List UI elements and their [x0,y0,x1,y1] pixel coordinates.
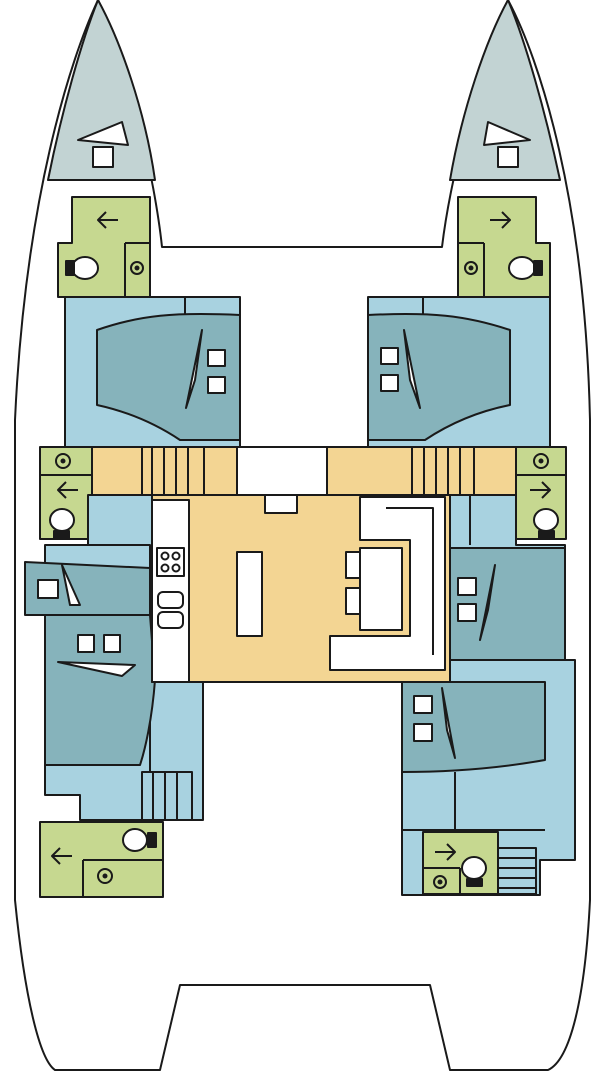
port-bow-sail-icon [77,121,129,146]
port-forward-pillow-icon [185,329,203,409]
stove-icon [156,547,185,577]
dinette-seating [329,496,446,671]
starboard-mid-toilet-icon [533,508,559,532]
starboard-aft-pillow-icon [441,687,456,759]
starboard-side-pillow-icon [479,564,496,641]
port-mid-arrow-icon [57,481,78,499]
starboard-side-berth [449,547,566,661]
port-mid-toilet-icon [49,508,75,532]
port-mid-toilet-tank-icon [53,530,70,539]
port-forward-toilet-icon [71,256,99,280]
port-aft-pillow-icon [57,661,136,677]
starboard-aft-hatch-icon-2 [413,723,433,742]
starboard-forward-sink-icon [464,261,478,275]
port-aft-hatch-icon-1 [77,634,95,653]
dinette-table [359,547,403,631]
starboard-forward-toilet-tank-icon [533,260,543,276]
starboard-forward-hatch-icon-1 [380,347,399,365]
starboard-mid-toilet-tank-icon [538,530,555,539]
starboard-forward-berth [367,312,511,441]
dinette-chair-1 [345,551,361,579]
port-bow [47,0,156,181]
port-aft-stairs-icon [141,771,193,821]
port-forward-berth [96,312,241,441]
starboard-forward-pillow-icon [403,329,421,409]
starboard-bow-hatch-icon [497,146,519,168]
starboard-forward-toilet-icon [508,256,536,280]
starboard-aft-toilet-icon [461,856,487,880]
starboard-side-hatch-icon-1 [457,577,477,596]
saloon-forward-step [264,494,298,514]
port-aft-sink-icon [97,868,113,884]
port-forward-head [57,196,151,298]
starboard-aft-sink-icon [433,875,447,889]
starboard-side-hatch-icon-2 [457,603,477,622]
starboard-aft-stairs-icon [497,847,537,895]
port-forward-hatch-icon-2 [207,376,226,394]
port-forward-hatch-icon-1 [207,349,226,367]
starboard-mid-arrow-icon [530,481,551,499]
port-aft-hatch-icon-2 [103,634,121,653]
port-bow-hatch-icon [92,146,114,168]
port-forward-toilet-tank-icon [65,260,75,276]
port-aft-toilet-tank-icon [147,832,157,848]
starboard-forward-hatch-icon-2 [380,374,399,392]
port-side-pillow-icon [61,564,81,606]
port-aft-arrow-icon [51,847,72,865]
galley-sink-icon-2 [157,611,184,629]
starboard-forward-arrow-icon [490,211,511,229]
saloon-forward-cabinet [236,446,328,496]
saloon-island [236,551,263,637]
port-aft-berth [44,614,156,766]
dinette-bench-inner [386,507,434,655]
starboard-aft-arrow-icon [435,843,456,861]
starboard-aft-berth [401,681,546,773]
starboard-forward-head [457,196,551,298]
starboard-mid-sink-icon [533,453,549,469]
starboard-bow-sail-icon [483,121,531,146]
starboard-bow [449,0,561,181]
dinette-chair-2 [345,587,361,615]
starboard-companionway-stairs-icon [411,446,475,496]
port-side-hatch-icon [37,579,59,599]
starboard-aft-toilet-tank-icon [466,878,483,887]
port-aft-toilet-icon [122,828,148,852]
starboard-aft-hatch-icon-1 [413,695,433,714]
port-mid-sink-icon [55,453,71,469]
galley-sink-icon-1 [157,591,184,609]
port-forward-sink-icon [130,261,144,275]
port-forward-arrow-icon [97,211,118,229]
